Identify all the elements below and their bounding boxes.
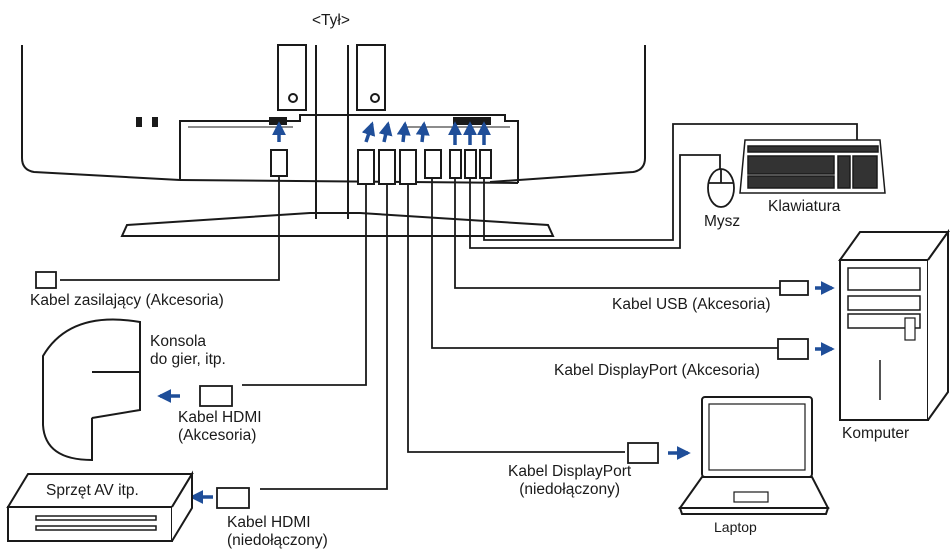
device-connectors (35, 271, 809, 509)
usb-cable-label: Kabel USB (Akcesoria) (612, 296, 771, 313)
av-device-drawing (6, 470, 194, 542)
mouse-drawing (707, 168, 735, 208)
diagram-title: <Tył> (312, 12, 350, 29)
dp-accessory-label: Kabel DisplayPort (Akcesoria) (554, 362, 760, 379)
laptop-drawing (678, 396, 830, 515)
laptop-label: Laptop (714, 519, 757, 535)
computer-drawing (838, 228, 950, 421)
keyboard-drawing (739, 139, 886, 194)
dp-not-included-label: Kabel DisplayPort (niedołączony) (508, 463, 632, 498)
computer-label: Komputer (842, 425, 910, 442)
monitor-back (21, 44, 646, 237)
monitor-plugs (270, 149, 492, 185)
hdmi-not-included-label: Kabel HDMI (niedołączony) (227, 514, 328, 549)
port-arrows (272, 121, 491, 145)
power-cable-label: Kabel zasilający (Akcesoria) (30, 292, 224, 309)
device-arrows (157, 281, 835, 504)
console-label: Konsola do gier, itp. (150, 333, 226, 368)
console-drawing (42, 318, 141, 462)
hdmi-accessory-label: Kabel HDMI (Akcesoria) (178, 409, 262, 444)
keyboard-label: Klawiatura (768, 198, 841, 215)
av-device-label: Sprzęt AV itp. (46, 482, 139, 499)
mouse-label: Mysz (704, 213, 741, 230)
cables (60, 123, 858, 490)
